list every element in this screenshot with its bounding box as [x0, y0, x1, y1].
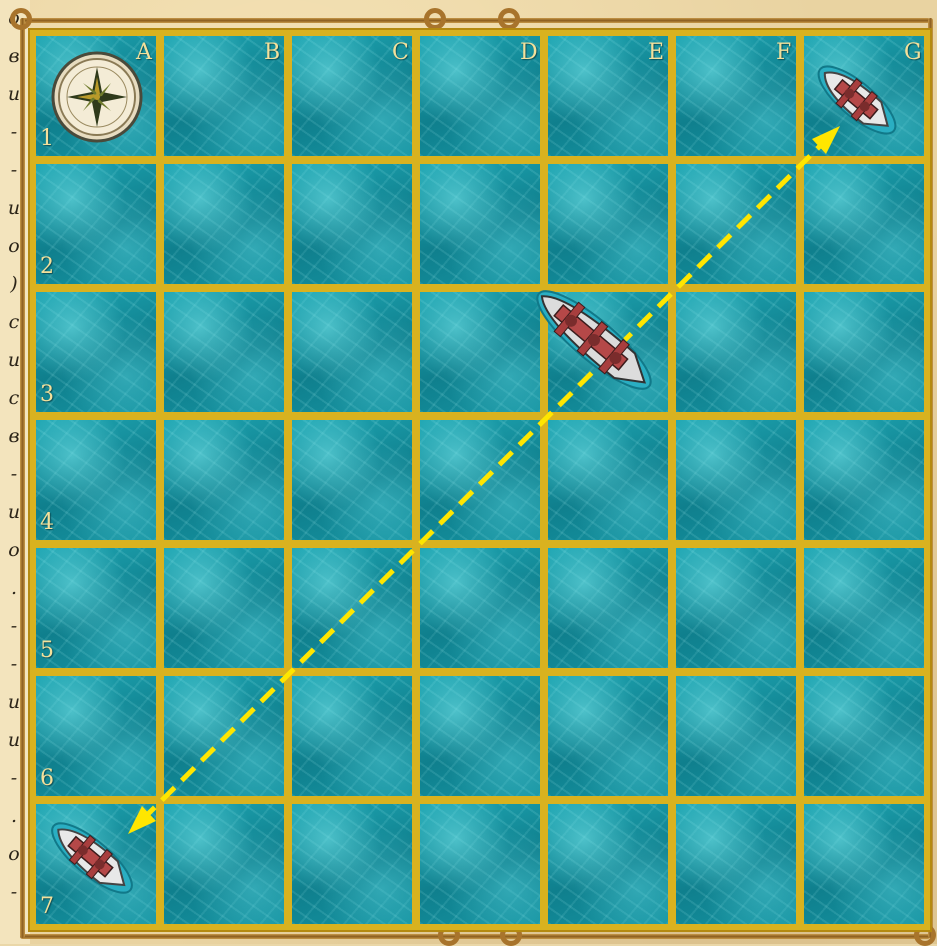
ship-a7-icon: [43, 813, 141, 903]
ship-g1-icon: [809, 56, 904, 144]
ship-e3-icon: [526, 278, 662, 401]
arrowhead-g1: [812, 126, 840, 154]
compass-icon: [53, 53, 141, 141]
trajectory-line: [142, 140, 826, 820]
